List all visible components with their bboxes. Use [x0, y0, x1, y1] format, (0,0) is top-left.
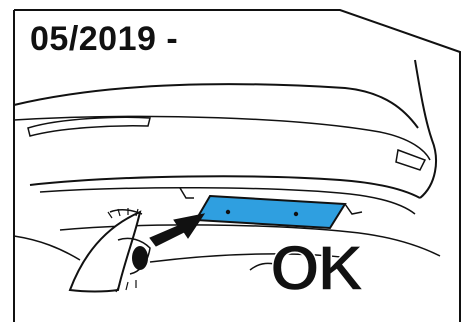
ok-status-label: OK [270, 236, 362, 300]
plate-area [196, 196, 345, 228]
arrow-icon [150, 214, 204, 246]
bumper-line-5 [14, 236, 80, 260]
reflector-strip [28, 117, 150, 136]
plate-hole-left [226, 210, 230, 214]
tab-right [345, 204, 362, 214]
date-range-label: 05/2019 - [30, 22, 178, 56]
bumper-corner [415, 60, 436, 198]
eye-icon [70, 208, 150, 292]
corner-reflector [396, 150, 425, 170]
plate-hole-right [294, 212, 298, 216]
tab-left [180, 188, 194, 198]
bumper-line-1 [30, 176, 420, 198]
